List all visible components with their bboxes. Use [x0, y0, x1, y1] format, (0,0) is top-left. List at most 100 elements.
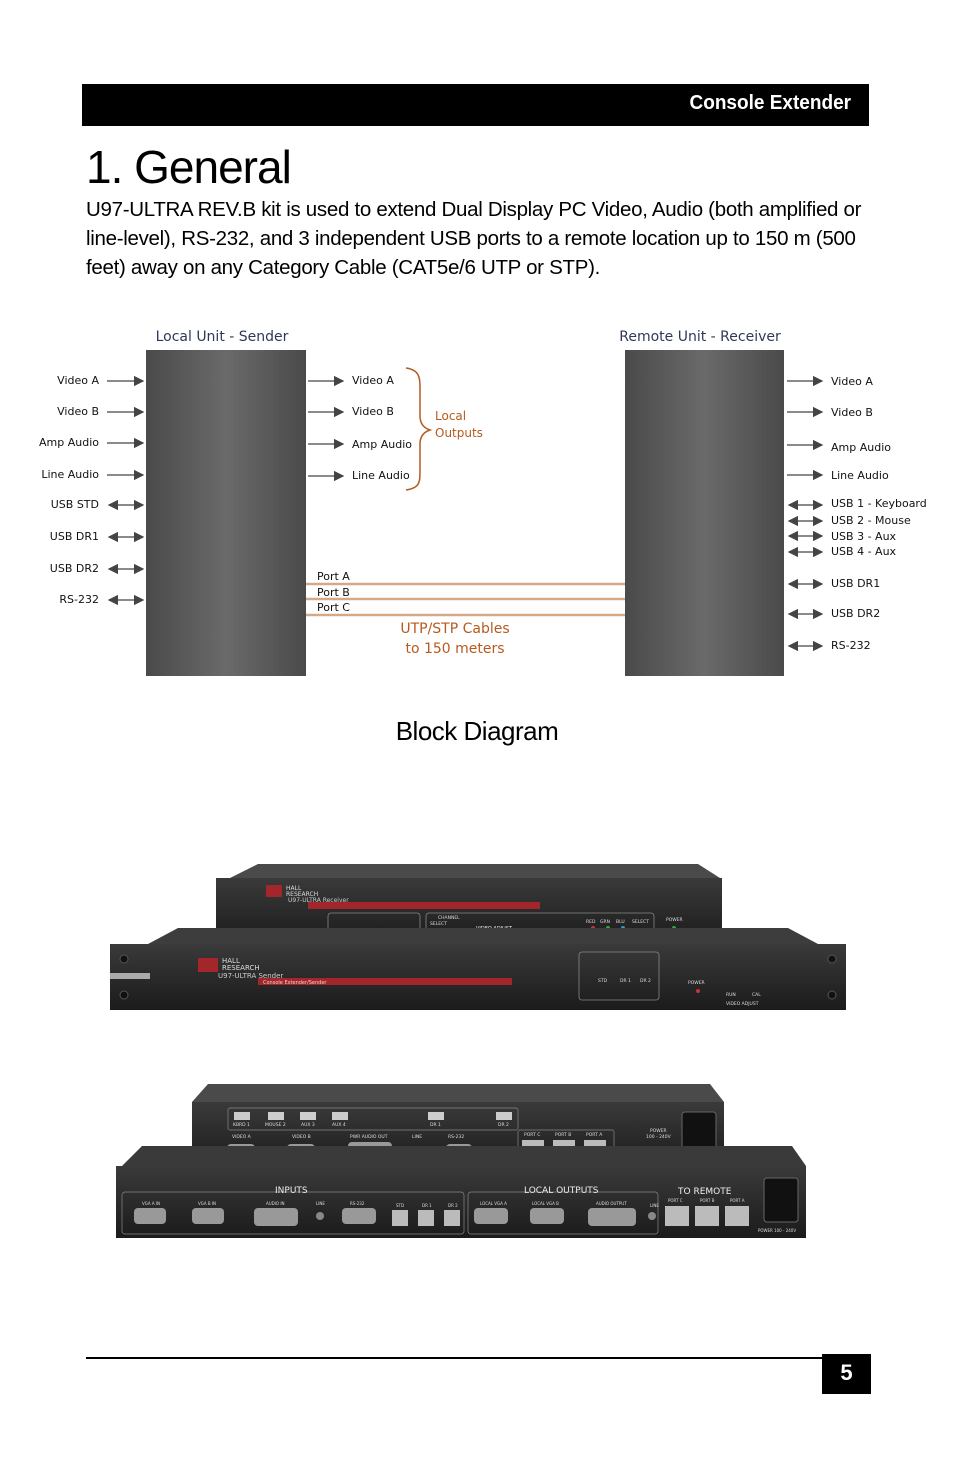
sender-panel-label: STD	[598, 978, 608, 984]
sender-port-label: DR 1	[422, 1203, 432, 1208]
receiver-panel-label: SELECT	[632, 919, 649, 925]
local-outputs-label: Outputs	[435, 426, 483, 440]
local-output-label: Amp Audio	[352, 438, 412, 451]
local-input-label: RS-232	[59, 593, 99, 606]
receiver-panel-label: SELECT	[430, 921, 447, 927]
local-input-label: Video B	[57, 405, 99, 418]
sender-panel-label: DR 2	[640, 978, 651, 984]
usb-port	[496, 1112, 512, 1120]
local-output-label: Video A	[352, 374, 394, 387]
block-diagram: Local Unit - Sender Remote Unit - Receiv…	[39, 329, 927, 676]
sender-port-label: PORT C	[668, 1198, 683, 1203]
vga-port	[192, 1208, 224, 1224]
local-outputs: Video A Video B Amp Audio Line Audio Loc…	[308, 367, 483, 491]
receiver-model: U97-ULTRA Receiver	[288, 897, 349, 904]
port-label: Port C	[317, 601, 350, 614]
rack-screw	[827, 990, 837, 1000]
audio-port	[588, 1208, 636, 1226]
sender-top-edge	[122, 1146, 806, 1166]
vga-port	[474, 1208, 508, 1224]
receiver-port-label: VIDEO A	[232, 1134, 252, 1140]
local-output-label: Video B	[352, 405, 394, 418]
receiver-usb-label: DR 1	[430, 1122, 441, 1128]
usb-port	[300, 1112, 316, 1120]
local-input-label: Line Audio	[41, 468, 99, 481]
led-indicator	[696, 989, 700, 993]
sender-port-label: LINE	[650, 1203, 659, 1208]
receiver-port-label: PWR AUDIO OUT	[350, 1134, 388, 1140]
inputs-group	[121, 1191, 465, 1235]
receiver-port-label: LINE	[412, 1134, 422, 1140]
local-input-label: USB STD	[51, 498, 99, 511]
sender-panel-label: RUN	[726, 992, 736, 998]
receiver-usb-label: KBRD 1	[233, 1122, 250, 1128]
sender-panel-label: POWER	[688, 980, 705, 986]
local-input-label: Video A	[57, 374, 99, 387]
sender-model: U97-ULTRA Sender	[218, 972, 283, 980]
audio-port	[254, 1208, 298, 1226]
vga-port	[134, 1208, 166, 1224]
sender-panel-label: CAL	[752, 992, 761, 998]
rack-screw	[119, 954, 129, 964]
sender-top-edge	[148, 928, 818, 944]
usb-port	[234, 1112, 250, 1120]
receiver-panel-label: RED	[586, 919, 596, 925]
local-output-label: Line Audio	[352, 469, 410, 482]
receiver-port-label: VIDEO B	[292, 1134, 311, 1140]
sender-chassis	[116, 1166, 806, 1238]
remote-output-label: USB 2 - Mouse	[831, 514, 911, 527]
utp-label: PORT B	[555, 1132, 571, 1138]
remote-output-label: USB 1 - Keyboard	[831, 497, 927, 510]
sender-group-label: INPUTS	[275, 1186, 308, 1196]
remote-unit-box	[625, 350, 784, 676]
remote-output-label: USB 4 - Aux	[831, 545, 897, 558]
power-label: 100 - 240V	[646, 1134, 672, 1140]
power-label: POWER 100 - 240V	[758, 1228, 796, 1233]
sender-group-label: LOCAL OUTPUTS	[524, 1186, 599, 1196]
rear-panel-photo: KBRD 1 MOUSE 2 AUX 3 AUX 4 DR 1 DR 2 VID…	[116, 1084, 806, 1238]
receiver-top-edge	[192, 1084, 724, 1102]
sender-panel-label: VIDEO ADJUST	[726, 1001, 759, 1007]
sender-port-label: LINE	[316, 1201, 325, 1206]
usb-port	[268, 1112, 284, 1120]
local-input-label: USB DR1	[50, 530, 99, 543]
sender-port-label: STD	[396, 1203, 404, 1208]
page-number-box: 5	[822, 1354, 871, 1394]
remote-output-label: Video B	[831, 406, 873, 419]
utp-cables: Port A Port B Port C UTP/STP Cables to 1…	[306, 570, 625, 657]
local-unit-title: Local Unit - Sender	[156, 329, 289, 345]
rj45-port	[695, 1206, 719, 1226]
cable-label: UTP/STP Cables	[400, 621, 509, 637]
utp-label: PORT A	[586, 1132, 603, 1138]
header-bar: Console Extender	[82, 84, 869, 126]
front-panel-photo: HALL RESEARCH U97-ULTRA Receiver CHANNEL…	[110, 864, 846, 1010]
sender-panel-label: DR 1	[620, 978, 631, 984]
port-label: Port B	[317, 586, 350, 599]
receiver-top-edge	[230, 864, 720, 878]
cable-label: to 150 meters	[405, 641, 504, 657]
receiver-panel-label: GRN	[600, 919, 610, 925]
sender-port-label: RS-232	[350, 1201, 365, 1206]
sender-port-label: AUDIO IN	[266, 1201, 285, 1206]
port-label: Port A	[317, 570, 350, 583]
sender-stripe-text: Console Extender/Sender	[263, 980, 327, 986]
receiver-panel-label: CHANNEL	[438, 915, 460, 921]
remote-output-label: RS-232	[831, 639, 871, 652]
receiver-port-label: RS-232	[448, 1134, 464, 1140]
sender-port-label: PORT A	[730, 1198, 745, 1203]
remote-output-label: Line Audio	[831, 469, 889, 482]
section-title: 1. General	[86, 141, 292, 193]
remote-outputs: Video A Video B Amp Audio Line Audio USB…	[787, 375, 927, 652]
hr-logo	[198, 958, 218, 972]
receiver-usb-label: AUX 3	[301, 1122, 315, 1128]
remote-output-label: USB DR2	[831, 607, 880, 620]
diagram-caption: Block Diagram	[395, 716, 559, 746]
running-header: Console Extender	[689, 92, 851, 114]
sender-port-label: LOCAL VGA B	[532, 1201, 559, 1206]
usb-b-port	[392, 1210, 408, 1226]
remote-output-label: Video A	[831, 375, 873, 388]
sender-red-stripe	[258, 978, 512, 985]
receiver-usb-row	[227, 1107, 519, 1131]
sender-group-label: TO REMOTE	[677, 1187, 732, 1197]
footer-rule	[86, 1357, 824, 1359]
